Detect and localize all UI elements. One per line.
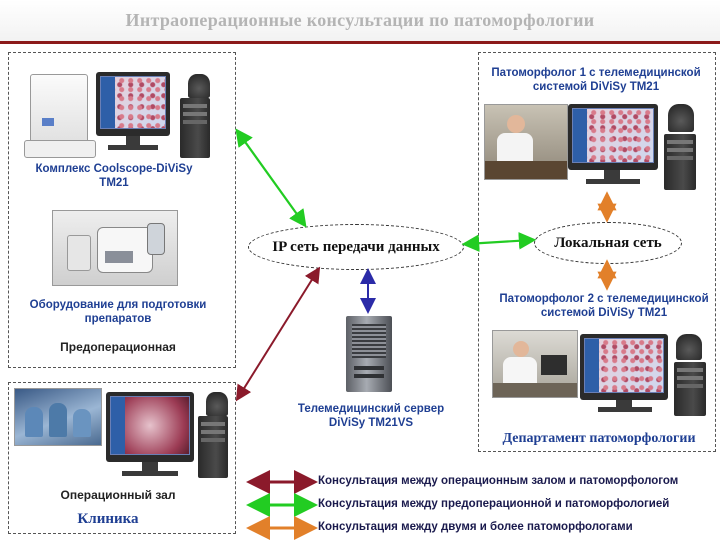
local-network-node: Локальная сеть xyxy=(534,222,682,264)
pathologist1-photo xyxy=(484,104,568,180)
operating-room-photo xyxy=(14,388,102,446)
server-image xyxy=(346,316,392,392)
page-title: Интраоперационные консультации по патомо… xyxy=(125,10,595,30)
pathologist1-tower xyxy=(664,134,696,190)
preop-monitor-stand xyxy=(126,136,140,146)
preop-monitor xyxy=(96,72,170,136)
pathologist2-monitor-foot xyxy=(598,407,652,412)
pathologist1-monitor-foot xyxy=(586,179,640,184)
coolscope-device-base xyxy=(24,140,96,158)
ip-network-label: IP сеть передачи данных xyxy=(272,238,440,255)
operating-room-to-ip-arrow xyxy=(235,266,321,402)
coolscope-logo xyxy=(42,118,54,126)
operating-room-tower xyxy=(198,416,228,478)
preop-room-label: Предоперационная xyxy=(60,340,176,354)
department-label: Департамент патоморфологии xyxy=(502,431,696,446)
operating-room-panel xyxy=(8,382,236,534)
pathologist1-monitor-stand xyxy=(604,170,620,180)
preop-monitor-foot xyxy=(108,145,158,150)
title-band xyxy=(0,0,720,42)
operating-room-monitor xyxy=(106,392,194,462)
prep-equipment-caption: Оборудование для подготовки препаратов xyxy=(29,299,207,325)
pathologist2-photo xyxy=(492,330,578,398)
operating-room-monitor-foot xyxy=(122,471,178,476)
ip-to-local-arrow xyxy=(461,232,537,252)
pathologist1-caption: Патоморфолог 1 с телемедицинской системо… xyxy=(491,67,701,93)
legend-text-operating: Консультация между операционным залом и … xyxy=(318,475,679,487)
pathologist2-tower xyxy=(674,362,706,416)
preop-camera xyxy=(188,74,210,98)
operating-room-caption: Операционный зал xyxy=(60,488,176,502)
operating-room-camera xyxy=(206,392,228,416)
pathologist1-monitor xyxy=(568,104,658,170)
pathologist1-camera xyxy=(668,104,694,132)
coolscope-caption: Комплекс Coolscope-DiViSy TM21 xyxy=(35,163,193,189)
title-rule xyxy=(0,41,720,44)
prep-equipment-image xyxy=(52,210,178,286)
legend-text-preop: Консультация между предоперационной и па… xyxy=(318,498,670,510)
operating-room-monitor-stand xyxy=(142,462,158,472)
pathologist2-camera xyxy=(676,334,702,360)
preop-tower xyxy=(180,98,210,158)
local-network-label: Локальная сеть xyxy=(554,234,662,251)
server-caption: Телемедицинский сервер DiViSy TM21VS xyxy=(297,403,445,429)
pathologist2-monitor xyxy=(580,334,668,400)
pathologist2-monitor-stand xyxy=(616,400,632,408)
pathologist2-caption: Патоморфолог 2 с телемедицинской системо… xyxy=(499,293,709,319)
ip-network-node: IP сеть передачи данных xyxy=(248,224,464,270)
department-panel xyxy=(478,52,716,452)
clinic-label: Клиника xyxy=(77,511,139,527)
legend-text-pathologists: Консультация между двумя и более патомор… xyxy=(318,521,633,533)
preop-to-ip-arrow xyxy=(235,128,307,228)
